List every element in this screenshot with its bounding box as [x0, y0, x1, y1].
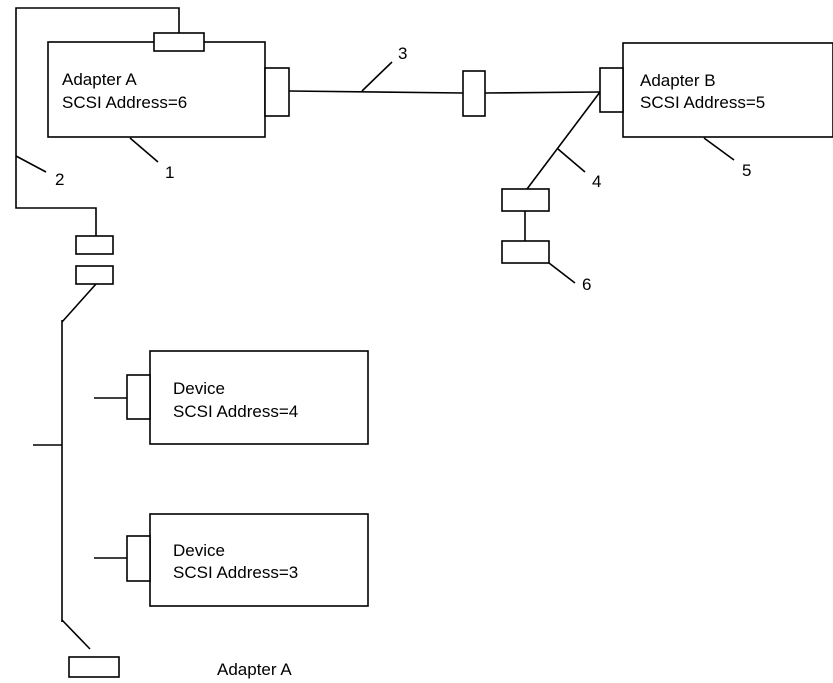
- terminator-upper: [501, 188, 550, 212]
- terminator-lower: [501, 240, 550, 264]
- adapter-a-top-connector: [153, 32, 205, 52]
- device-1-box: [149, 350, 369, 445]
- adapter-a-right-connector: [264, 67, 290, 117]
- connector-lower: [75, 265, 114, 285]
- adapter-b-address: SCSI Address=5: [640, 93, 765, 112]
- adapter-b-name: Adapter B: [640, 71, 716, 90]
- device-1-name: Device: [173, 379, 225, 398]
- callout-2-leader: [15, 155, 47, 173]
- bus-top-diagonal: [61, 283, 97, 323]
- adapter-a: Adapter A SCSI Address=6: [47, 32, 290, 138]
- bus-bottom-diagonal: [61, 619, 91, 650]
- cable-3-connector: [462, 70, 486, 117]
- connector-upper: [75, 235, 114, 255]
- device-address-4: Device SCSI Address=4: [94, 350, 369, 445]
- adapter-b-left-connector: [599, 67, 624, 113]
- adapter-b: Adapter B SCSI Address=5: [599, 42, 833, 138]
- callout-1: 1: [165, 163, 174, 182]
- device-1-address: SCSI Address=4: [173, 402, 298, 421]
- callout-4-leader: [557, 148, 586, 173]
- callout-4: 4: [592, 172, 601, 191]
- device-2-address: SCSI Address=3: [173, 563, 298, 582]
- callout-1-leader: [129, 137, 159, 163]
- device-1-connector: [126, 374, 151, 420]
- callout-6: 6: [582, 275, 591, 294]
- cable-4: [526, 91, 601, 190]
- callout-5-leader: [703, 137, 735, 161]
- adapter-b-box: [622, 42, 833, 138]
- device-address-3: Device SCSI Address=3: [94, 513, 369, 607]
- adapter-a-name: Adapter A: [62, 70, 137, 89]
- cable-2: [15, 7, 180, 236]
- cable-3-left: [288, 90, 464, 94]
- bottom-adapter-a-connector: [68, 656, 120, 678]
- callout-6-leader: [548, 262, 576, 284]
- device-2-connector: [126, 535, 151, 582]
- callout-5: 5: [742, 161, 751, 180]
- cable-3-right: [484, 91, 601, 94]
- callout-3-leader: [361, 61, 393, 92]
- callout-3: 3: [398, 44, 407, 63]
- adapter-a-box: [47, 41, 266, 138]
- bottom-adapter-a-label: Adapter A: [217, 660, 292, 679]
- adapter-a-address: SCSI Address=6: [62, 93, 187, 112]
- device-2-box: [149, 513, 369, 607]
- device-2-name: Device: [173, 541, 225, 560]
- callout-2: 2: [55, 170, 64, 189]
